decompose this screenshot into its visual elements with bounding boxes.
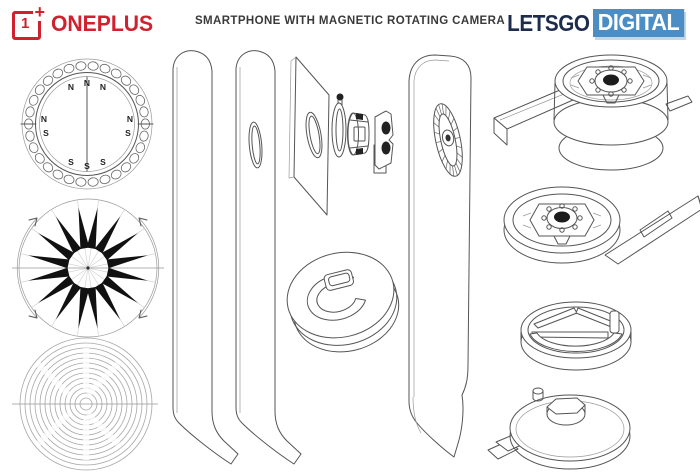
pole-label: S xyxy=(68,157,74,167)
front-glass-panel xyxy=(172,50,239,465)
oneplus-logo-digit: 1 xyxy=(21,15,30,32)
letsgodigital-logo: LETSGO DIGITAL xyxy=(498,9,690,37)
page-title: SMARTPHONE WITH MAGNETIC ROTATING CAMERA xyxy=(194,15,506,27)
module-assembled xyxy=(493,54,693,171)
module-housing xyxy=(520,301,632,371)
oneplus-logo-plus: + xyxy=(33,2,46,22)
lens-stack-parts xyxy=(331,93,394,174)
magnet-pole-ring-figure: N N N S S S N S N S xyxy=(20,58,154,190)
oneplus-logo: 1 + ONEPLUS xyxy=(12,3,157,40)
module-rotor xyxy=(503,186,700,265)
digital-wordmark: DIGITAL xyxy=(593,9,685,37)
pole-label: N xyxy=(41,114,47,124)
pole-label: S xyxy=(125,128,131,138)
back-cover-panel xyxy=(235,50,302,465)
oneplus-wordmark: ONEPLUS xyxy=(51,11,154,36)
pole-label: S xyxy=(43,128,49,138)
pole-label: N xyxy=(84,78,90,88)
exploded-smartphone-figure xyxy=(172,50,472,465)
pole-label: N xyxy=(68,82,74,92)
oneplus-logo-icon: 1 + xyxy=(12,3,46,40)
pole-label: S xyxy=(100,157,106,167)
rotating-platter-disc xyxy=(286,251,400,353)
camera-ring xyxy=(433,103,463,177)
pole-label: N xyxy=(100,82,106,92)
phone-body-shell xyxy=(408,54,472,458)
coil-winding-figure xyxy=(12,337,158,471)
pole-label: S xyxy=(84,161,90,171)
letsgo-wordmark: LETSGO xyxy=(506,9,590,36)
pole-label: N xyxy=(127,114,133,124)
camera-mount-plate xyxy=(288,56,330,216)
camera-module-figures xyxy=(487,54,700,470)
module-base xyxy=(487,387,631,470)
magnetic-flux-wheel-figure xyxy=(12,198,164,338)
